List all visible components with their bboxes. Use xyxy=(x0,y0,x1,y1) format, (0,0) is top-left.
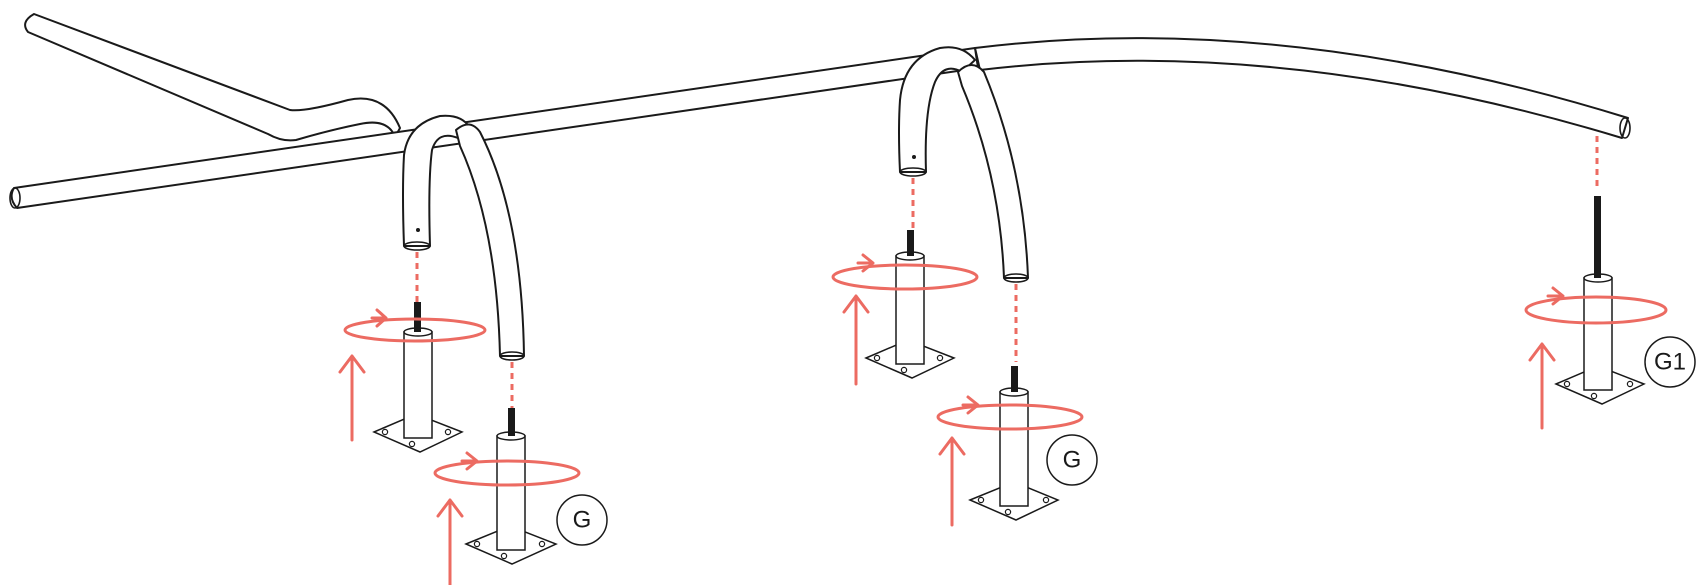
post-4-hole xyxy=(1042,496,1050,504)
rotate-ring-2 xyxy=(433,459,581,487)
rotate-arrow-icon-4 xyxy=(961,395,980,415)
post-2-threaded-bolt xyxy=(508,408,515,436)
post-1-hole xyxy=(381,428,389,436)
push-up-arrow-icon-4 xyxy=(938,436,966,527)
rotate-arrow-icon-5 xyxy=(1546,286,1565,306)
middle-arch-short-leg xyxy=(898,46,976,173)
post-3-hole xyxy=(873,354,881,362)
right-arc-end-cap xyxy=(1619,117,1631,139)
part-badge-g-1 xyxy=(556,494,608,546)
left-short-leg-pin-hole xyxy=(416,228,420,232)
part-label-g-1: G xyxy=(573,507,592,534)
push-up-arrow-icon-5 xyxy=(1528,342,1556,430)
post-3-threaded-bolt xyxy=(907,230,914,256)
post-1-hole xyxy=(408,440,416,448)
middle-arch-long-leg xyxy=(957,64,1029,279)
push-up-arrow-icon-1 xyxy=(338,354,366,442)
post-assembly-4: G xyxy=(936,366,1098,527)
middle-short-leg-end xyxy=(899,167,927,177)
rotate-ring-4 xyxy=(936,403,1084,431)
rotate-arrow-icon-1 xyxy=(370,308,388,328)
rotate-ring-5 xyxy=(1524,295,1668,325)
part-label-g-2: G xyxy=(1063,447,1082,474)
post-3-hole xyxy=(936,354,944,362)
upper-left-tube xyxy=(24,13,401,142)
right-arc-tube xyxy=(974,37,1629,139)
post-2-hole xyxy=(473,540,481,548)
push-up-arrow-icon-2 xyxy=(436,498,464,585)
rotate-arrow-icon-2 xyxy=(460,451,479,471)
crossbar-end-cap xyxy=(9,187,21,209)
middle-long-leg-end xyxy=(1003,273,1029,283)
post-2-hole xyxy=(538,540,546,548)
post-1-hole xyxy=(444,428,452,436)
post-5-hole xyxy=(1626,380,1634,388)
post-assembly-2: G xyxy=(433,408,608,585)
rotate-arrow-icon-3 xyxy=(856,253,875,273)
post-4-threaded-bolt xyxy=(1011,366,1018,392)
post-3-hole xyxy=(900,366,908,374)
post-assembly-3 xyxy=(831,230,979,386)
post-4-tube xyxy=(999,391,1029,507)
part-badge-g1 xyxy=(1644,336,1696,388)
part-badge-g-2 xyxy=(1046,434,1098,486)
main-crossbar-tube xyxy=(10,47,979,209)
post-4-hole xyxy=(1004,508,1012,516)
rotate-ring-3 xyxy=(831,263,979,291)
post-1-tube xyxy=(403,331,433,439)
rotate-ring-1 xyxy=(343,317,487,343)
post-assembly-5: G1 xyxy=(1524,196,1696,430)
post-1-threaded-bolt xyxy=(414,302,421,332)
left-long-leg-end xyxy=(499,351,525,361)
post-2-tube xyxy=(496,435,526,551)
post-2-hole xyxy=(500,552,508,560)
push-up-arrow-icon-3 xyxy=(842,294,870,386)
post-5-tube xyxy=(1583,277,1613,391)
post-4-hole xyxy=(977,496,985,504)
left-arch-short-leg xyxy=(402,114,471,247)
part-label-g1: G1 xyxy=(1654,349,1686,376)
middle-short-leg-pin-hole xyxy=(912,155,916,159)
post-assembly-1 xyxy=(338,302,487,453)
post-5-long-threaded-rod xyxy=(1594,196,1601,278)
post-3-tube xyxy=(895,255,925,365)
post-5-hole xyxy=(1590,392,1598,400)
post-5-hole xyxy=(1563,380,1571,388)
left-short-leg-end xyxy=(403,241,431,251)
left-arch-long-leg xyxy=(455,123,525,357)
